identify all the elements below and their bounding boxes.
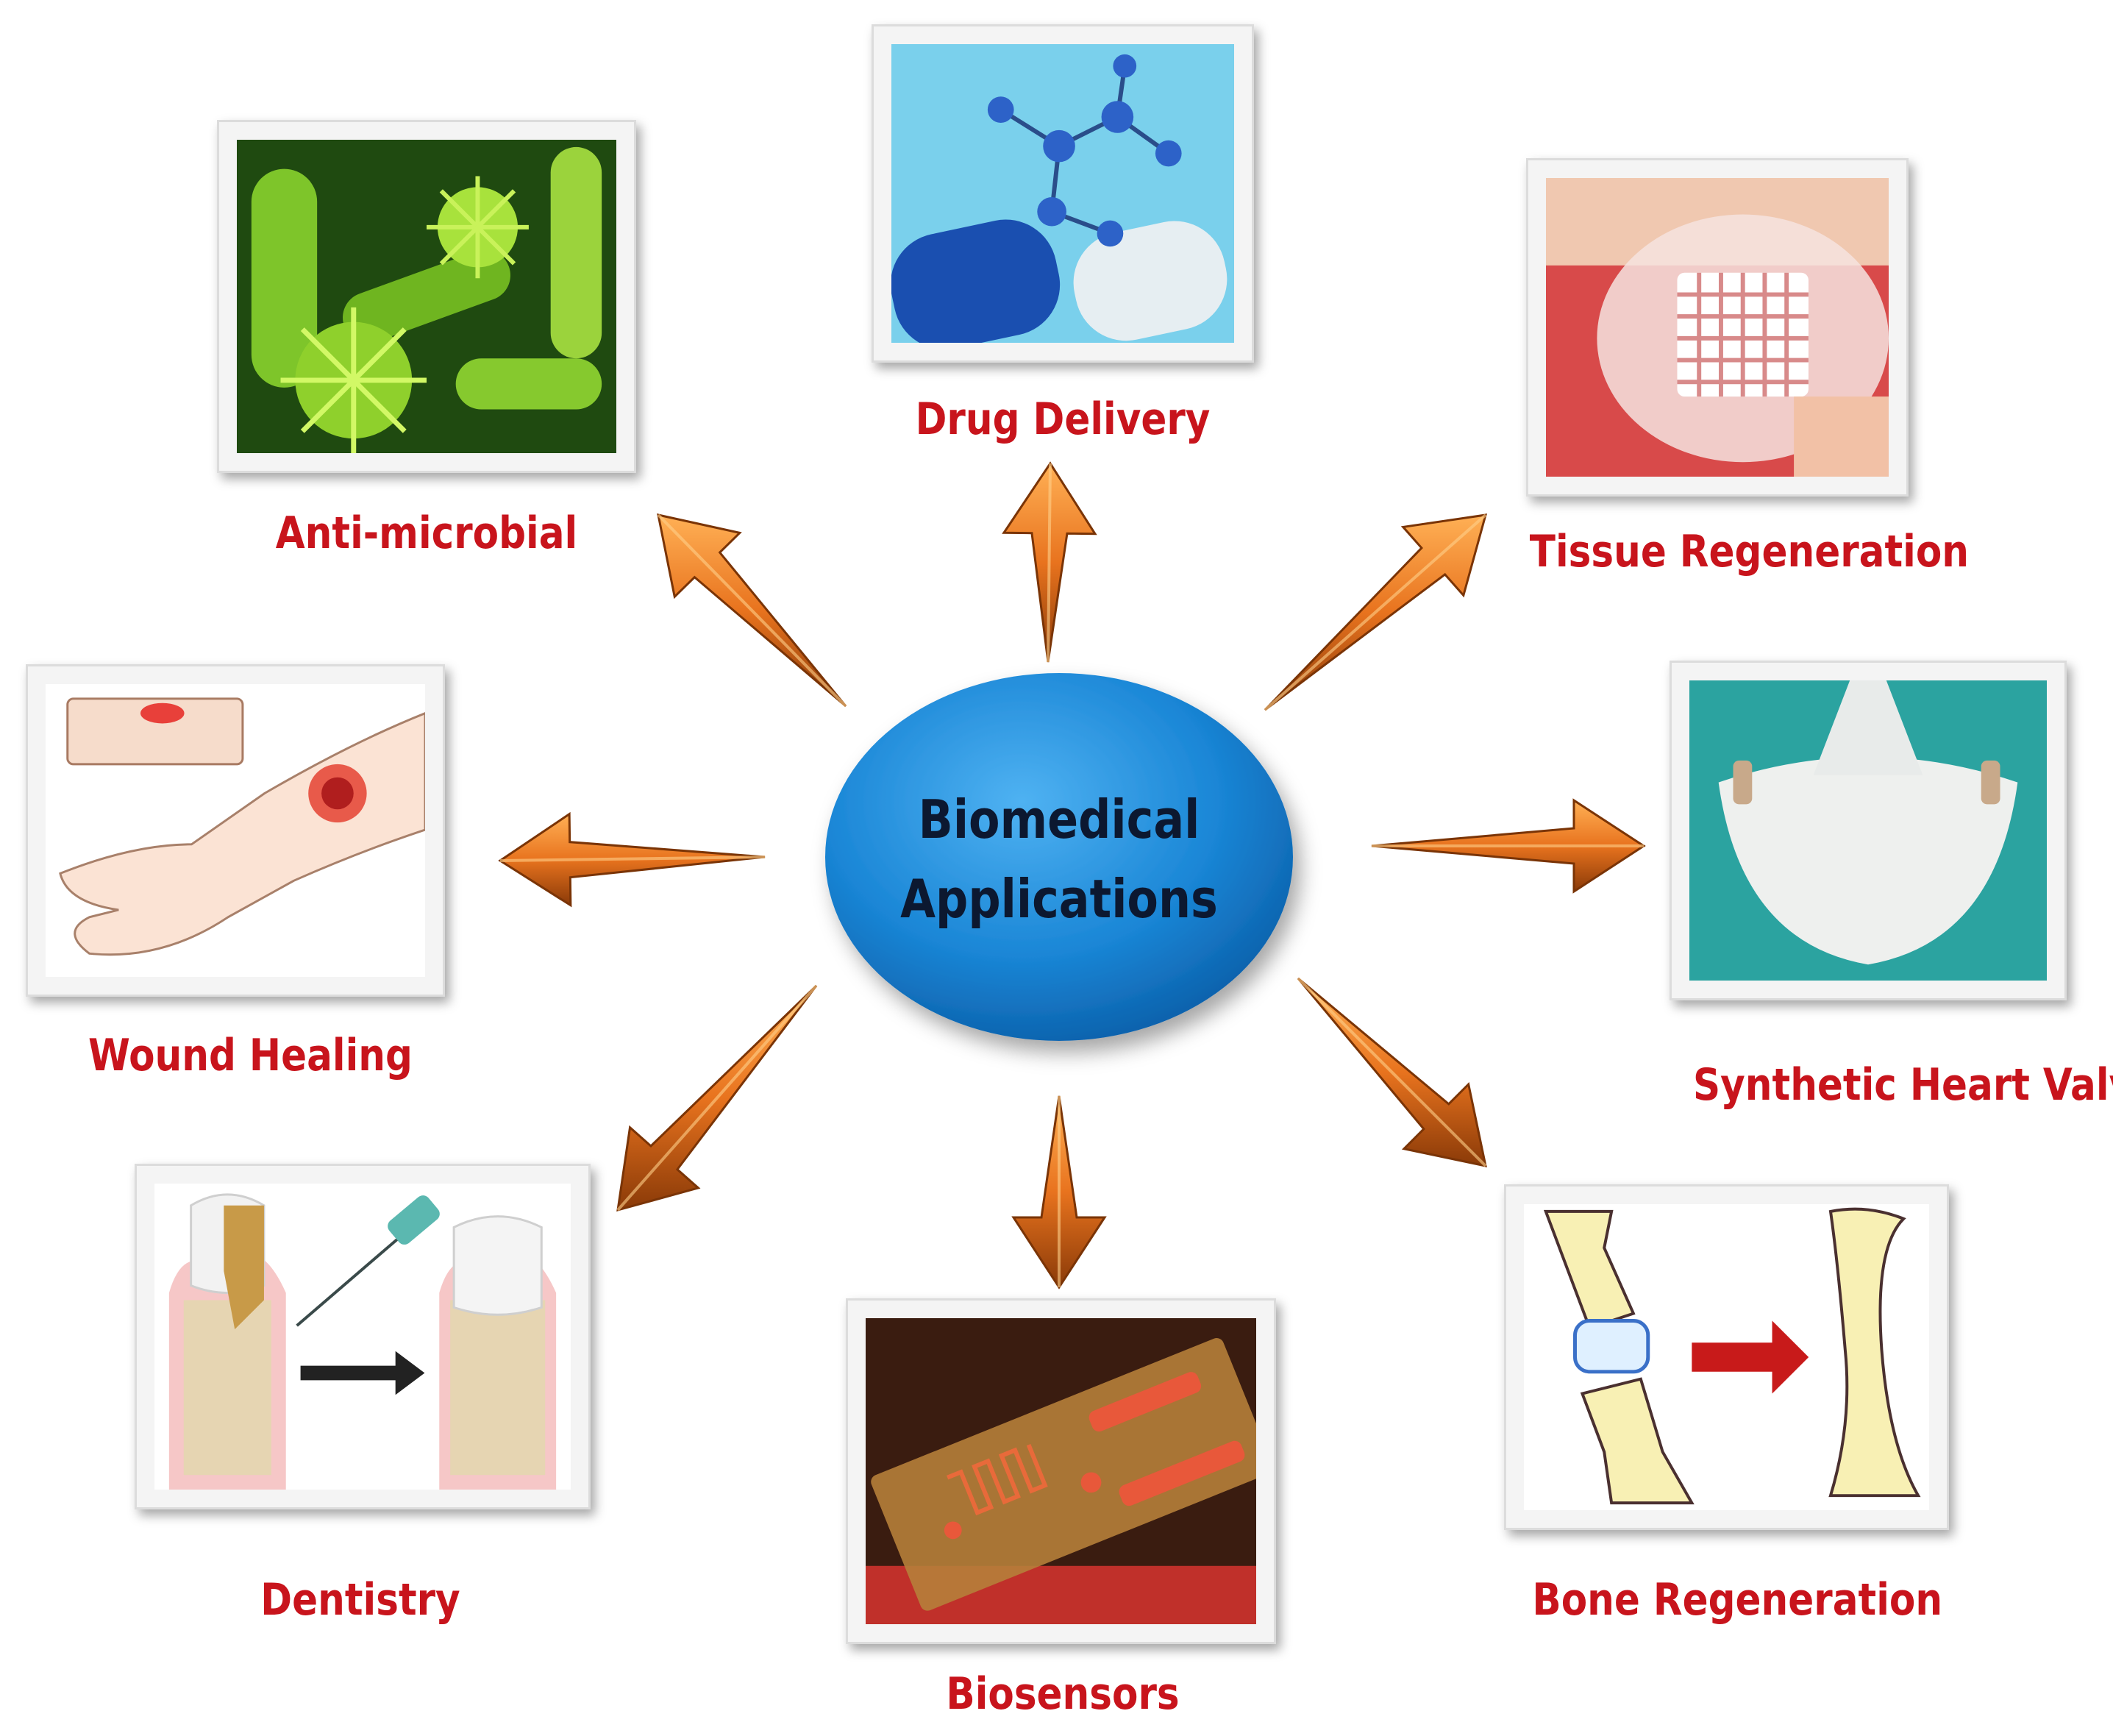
wound-arm-icon bbox=[46, 684, 425, 977]
tooth-icon bbox=[154, 1184, 571, 1490]
center-ellipse bbox=[825, 673, 1293, 1041]
arrow-to-anti-microbial-highlight bbox=[657, 513, 847, 708]
dentistry-image bbox=[135, 1164, 591, 1509]
label-bone-regeneration: Bone Regeneration bbox=[1532, 1574, 1943, 1626]
bone-regeneration-image bbox=[1504, 1184, 1949, 1530]
label-biosensors: Biosensors bbox=[946, 1668, 1180, 1720]
arrow-to-tissue-regeneration-highlight bbox=[1264, 513, 1487, 711]
synthetic-heart-valve-image bbox=[1670, 661, 2067, 1000]
drug-delivery-image bbox=[872, 24, 1254, 363]
tissue-scaffold-icon bbox=[1546, 178, 1889, 477]
capsule-molecule-icon bbox=[891, 44, 1234, 343]
center-title: Biomedical Applications bbox=[863, 780, 1255, 939]
center-title-line1: Biomedical bbox=[918, 789, 1200, 850]
bacteria-virus-icon bbox=[237, 140, 616, 453]
arrow-to-drug-delivery-highlight bbox=[1047, 463, 1052, 663]
arrow-to-wound-healing-highlight bbox=[499, 855, 766, 862]
arrow-to-dentistry-highlight bbox=[616, 984, 818, 1212]
label-wound-healing: Wound Healing bbox=[88, 1030, 413, 1081]
anti-microbial-image bbox=[217, 120, 636, 473]
label-dentistry: Dentistry bbox=[260, 1574, 460, 1626]
tissue-regeneration-image bbox=[1526, 158, 1909, 497]
bone-graft-icon bbox=[1524, 1204, 1929, 1510]
label-tissue-regeneration: Tissue Regeneration bbox=[1529, 526, 1970, 577]
arrow-to-bone-regeneration-highlight bbox=[1297, 977, 1487, 1167]
wound-healing-image bbox=[26, 664, 445, 997]
heart-valve-icon bbox=[1689, 680, 2047, 981]
label-drug-delivery: Drug Delivery bbox=[915, 394, 1211, 445]
biosensors-image bbox=[846, 1298, 1276, 1644]
center-title-line2: Applications bbox=[900, 868, 1218, 930]
biosensor-chip-icon bbox=[866, 1318, 1256, 1624]
label-synthetic-heart-valve: Synthetic Heart Valve bbox=[1693, 1059, 2113, 1111]
label-anti-microbial: Anti-microbial bbox=[275, 508, 578, 559]
